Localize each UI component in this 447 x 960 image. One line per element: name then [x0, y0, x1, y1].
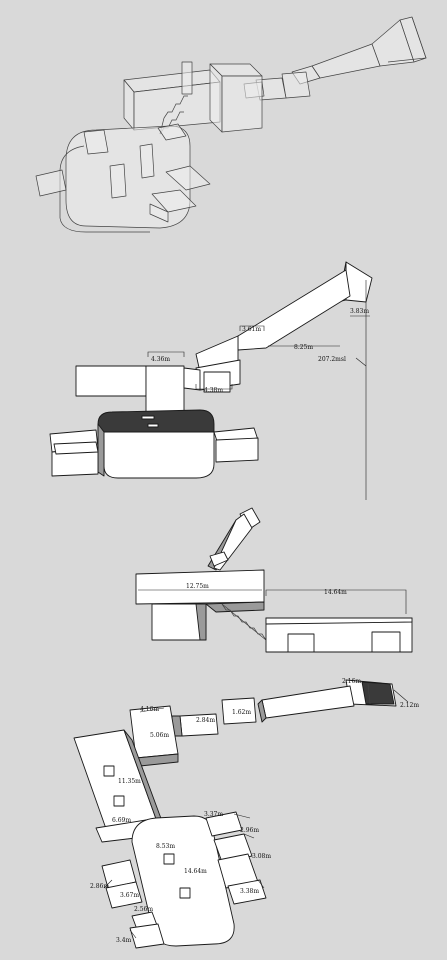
dim-label-6-69: 6.69m — [112, 817, 131, 824]
dim-label-14-64-plan: 14.64m — [184, 868, 207, 875]
dim-label-3-83: 3.83m — [350, 308, 369, 315]
dim-label-2-12: 2.12m — [400, 702, 419, 709]
plan-corridor — [171, 685, 355, 737]
dim-label-3-38: 3.38m — [240, 888, 259, 895]
dim-label-12-75: 12.75m — [186, 583, 209, 590]
front-lower-block — [265, 617, 413, 653]
dim-label-8-25: 8.25m — [294, 344, 313, 351]
front-view: 12.75m 14.64m — [135, 507, 413, 653]
elevation-main-hall — [49, 409, 259, 479]
plan-dimensions — [103, 689, 409, 939]
plan-burial-hall — [101, 811, 267, 949]
dim-label-11-35: 11.35m — [118, 778, 141, 785]
dim-label-2-16: 2.16m — [342, 678, 361, 685]
dim-label-3-4: 3.4m — [116, 937, 132, 944]
dim-label-5-06: 5.06m — [150, 732, 169, 739]
elevation-view: 4.36m 4.38m 3.61m 8.25m 3.83m 207.2msl — [49, 261, 373, 500]
front-stairs — [221, 603, 267, 641]
plan-antechamber — [129, 705, 179, 767]
front-dimensions — [138, 589, 407, 614]
dim-label-elevation: 207.2msl — [318, 356, 346, 363]
dim-label-2-84: 2.84m — [196, 717, 215, 724]
dim-label-3-67: 3.67m — [120, 892, 139, 899]
front-upper-block — [135, 569, 265, 641]
dim-label-4-16: 4.16m — [140, 706, 159, 713]
dim-label-2-56: 2.56m — [134, 906, 153, 913]
plan-view: 2.16m 2.12m 4.16m 2.84m 1.62m 5.06m 11.3… — [73, 678, 419, 949]
entrance-ramp — [291, 16, 427, 85]
dim-label-4-36: 4.36m — [151, 356, 170, 363]
elevation-dimensions — [147, 280, 370, 500]
upper-chamber — [123, 61, 263, 133]
dim-label-4-38: 4.38m — [204, 387, 223, 394]
dim-label-14-64: 14.64m — [324, 589, 347, 596]
dim-label-3-37: 3.37m — [204, 811, 223, 818]
lower-hall — [35, 123, 211, 233]
elevation-ramp — [195, 261, 373, 391]
elevation-upper-block — [75, 365, 231, 415]
dim-label-2-86: 2.86m — [90, 883, 109, 890]
dim-label-2-96: 2.96m — [240, 827, 259, 834]
dim-label-8-53: 8.53m — [156, 843, 175, 850]
dim-label-3-61: 3.61m — [242, 326, 261, 333]
dim-label-3-08: 3.08m — [252, 853, 271, 860]
dim-label-1-62: 1.62m — [232, 709, 251, 716]
front-shaft — [207, 507, 261, 571]
wireframe-view — [35, 16, 427, 233]
